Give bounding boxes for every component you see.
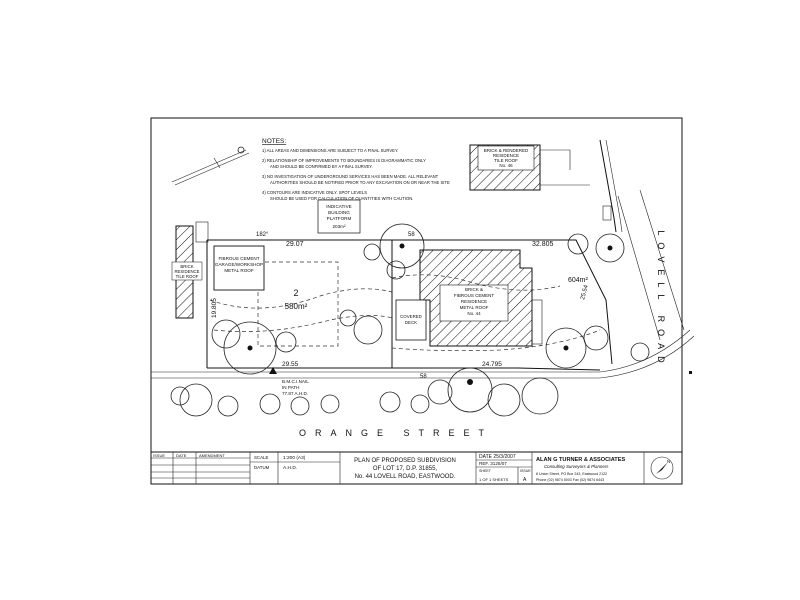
neighbour-label: TILE ROOF [176, 274, 199, 279]
building-platform-label: INDICATIVE BUILDING PLATFORM 203m² [317, 199, 361, 234]
bm-text: B.M.C.I.NAIL [282, 379, 309, 384]
neighbour-residence-top-right: BRICK & RENDERED RESIDENCE TILE ROOF No.… [469, 144, 590, 191]
col-header: ISSUE [153, 453, 165, 458]
right-boundary-strip [599, 139, 623, 233]
neighbour-label: RESIDENCE [493, 153, 519, 158]
datum-value: A.H.D. [283, 465, 297, 471]
company-subtitle: Consulting Surveyors & Planners [544, 464, 609, 469]
note-line: 1) ALL AREAS AND DIMENSIONS ARE SUBJECT … [262, 148, 398, 153]
dim-bottom-right: 24.795 [482, 361, 502, 368]
col-header: AMENDMENT [199, 453, 225, 458]
north-arrow-icon [650, 456, 674, 480]
issue-value: A [523, 477, 527, 483]
garage-workshop: FIBROUS CEMENT GARAGE/WORKSHOP METAL ROO… [213, 245, 265, 291]
dim-top-right: 32.805 [532, 241, 554, 248]
scale-value: 1:200 (A3) [283, 455, 306, 461]
dim-bottom-mid: 58 [420, 374, 427, 380]
dim-top-mid: 58 [408, 232, 415, 238]
issue-label: ISSUE [520, 469, 531, 473]
residence-text: RESIDENCE [461, 299, 487, 304]
ref-value: REF. 3125/07 [479, 461, 507, 466]
note-line: AUTHORITIES SHOULD BE NOTIFIED PRIOR TO … [270, 180, 450, 185]
note-line: 2) RELATIONSHIP OF IMPROVEMENTS TO BOUND… [262, 158, 426, 163]
note-line: 4) CONTOURS ARE INDICATIVE ONLY. SPOT LE… [262, 190, 367, 195]
street-kerb-lines [151, 189, 695, 379]
datum-label: DATUM [254, 465, 270, 470]
bm-text: 77.87 A.H.D. [282, 391, 308, 396]
street-name-bottom: ORANGE STREET [299, 428, 493, 438]
boundary-dimensions: 182° 29.07 58 32.805 19.805 29.55 58 24.… [211, 232, 590, 380]
north-label: N [667, 459, 670, 464]
note-line: SHOULD BE USED FOR CALCULATION OF QUANTI… [270, 196, 413, 201]
covered-deck: COVERED DECK [395, 299, 427, 341]
platform-text: BUILDING [328, 210, 350, 215]
lot2-area: 580m² [285, 302, 308, 311]
plan-title: No. 44 LOVELL ROAD, EASTWOOD. [355, 474, 456, 480]
company-name: ALAN G TURNER & ASSOCIATES [536, 457, 625, 463]
residence-text: BRICK & [465, 287, 483, 292]
sheet-value: 1 OF 1 SHEETS [479, 477, 509, 482]
garage-text: GARAGE/WORKSHOP [215, 262, 263, 267]
deck-text: DECK [405, 320, 417, 325]
title-block: ISSUE DATE AMENDMENT SCALE 1:200 (A3) DA… [150, 451, 683, 485]
neighbour-label: TILE ROOF [494, 158, 518, 163]
dim-bearing: 182° [256, 232, 269, 238]
plan-title: OF LOT 17, D.P. 31855, [373, 466, 437, 472]
dim-right: 25.54 [580, 284, 590, 301]
date-value: DATE 25/3/2007 [479, 454, 516, 460]
neighbour-label: BRICK [180, 264, 193, 269]
col-header: DATE [176, 453, 187, 458]
street-name-right: LOVELL ROAD [656, 230, 666, 369]
residence-text: FIBROUS CEMENT [454, 293, 495, 298]
lot2-number: 2 [293, 288, 298, 298]
garage-text: METAL ROOF [224, 268, 254, 273]
main-residence: BRICK & FIBROUS CEMENT RESIDENCE METAL R… [419, 249, 543, 347]
contour-lines [209, 274, 601, 352]
deck-text: COVERED [400, 314, 422, 319]
dim-bottom-left: 29.55 [282, 361, 299, 368]
sheet-label: SHEET [479, 469, 492, 473]
company-address: 8 Union Street, PO Box 243, Eastwood 212… [536, 472, 607, 476]
residence-text: METAL ROOF [460, 305, 489, 310]
note-line: 3) NO INVESTIGATION OF UNDERGROUND SERVI… [262, 174, 439, 179]
survey-mark-top-left [171, 146, 250, 186]
platform-text: 203m² [332, 224, 345, 229]
residence-text: No. 44 [467, 311, 481, 316]
neighbour-label: RESIDENCE [174, 269, 199, 274]
neighbour-residence-left: BRICK RESIDENCE TILE ROOF [171, 221, 209, 319]
scan-mark [689, 371, 692, 374]
bm-text: IN PATH [282, 385, 299, 390]
notes-block: NOTES: 1) ALL AREAS AND DIMENSIONS ARE S… [262, 138, 450, 201]
plan-title: PLAN OF PROPOSED SUBDIVISION [354, 458, 456, 464]
platform-text: INDICATIVE [326, 204, 351, 209]
notes-heading: NOTES: [262, 138, 286, 145]
note-line: AND SHOULD BE CONFIRMED BY A FINAL SURVE… [270, 164, 373, 169]
lot-boundaries [206, 239, 613, 371]
neighbour-label: BRICK & RENDERED [484, 148, 529, 153]
platform-text: PLATFORM [327, 216, 352, 221]
neighbour-label: No. 46 [499, 163, 513, 168]
dim-left: 19.805 [211, 298, 218, 318]
dim-top-left: 29.07 [286, 241, 304, 248]
bench-mark: B.M.C.I.NAIL IN PATH 77.87 A.H.D. [269, 367, 309, 396]
lot1-area: 604m² [568, 277, 589, 284]
company-phone: Phone (02) 9874 5003 Fax (02) 9874 6443 [536, 478, 604, 482]
trees [170, 223, 650, 417]
scale-label: SCALE [254, 455, 268, 460]
garage-text: FIBROUS CEMENT [218, 256, 259, 261]
